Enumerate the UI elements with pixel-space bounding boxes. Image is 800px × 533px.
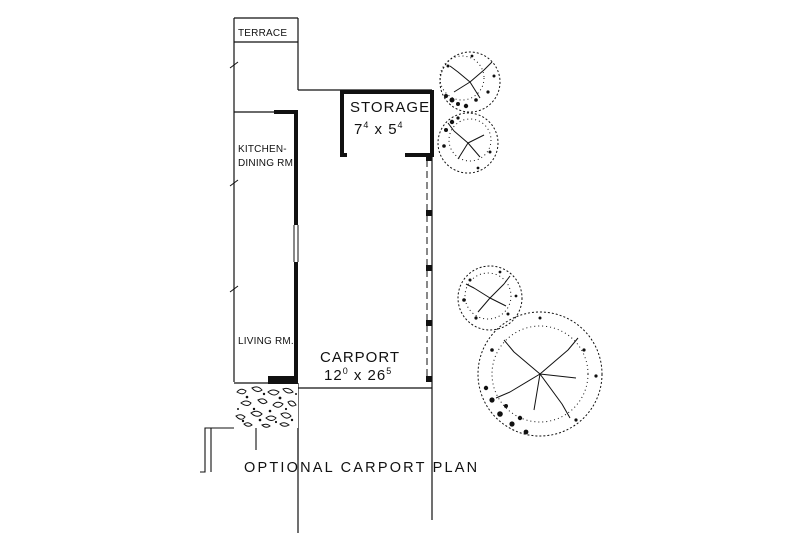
tree-3-icon	[457, 265, 523, 331]
dimension-ticks	[229, 61, 239, 293]
ground-steps	[200, 427, 299, 473]
house-outline	[233, 17, 433, 533]
carport-label: CARPORT	[320, 349, 400, 366]
carport-dimensions: 120 x 265	[324, 366, 392, 384]
storage-dimensions: 74 x 54	[354, 120, 404, 138]
terrace-label: TERRACE	[238, 28, 287, 39]
wall-window	[293, 225, 299, 262]
living-room-label: LIVING RM.	[238, 336, 294, 347]
tree-1-icon	[439, 51, 501, 113]
carport-posts	[426, 155, 432, 382]
tree-4-icon	[477, 311, 603, 437]
storage-label: STORAGE	[350, 99, 430, 116]
plan-caption: OPTIONAL CARPORT PLAN	[244, 460, 479, 476]
wall-pier	[268, 376, 298, 384]
kitchen-label-line2: DINING RM.	[238, 158, 296, 169]
stone-paving	[234, 384, 298, 428]
kitchen-label-line1: KITCHEN-	[238, 144, 287, 155]
tree-2-icon	[437, 112, 499, 174]
